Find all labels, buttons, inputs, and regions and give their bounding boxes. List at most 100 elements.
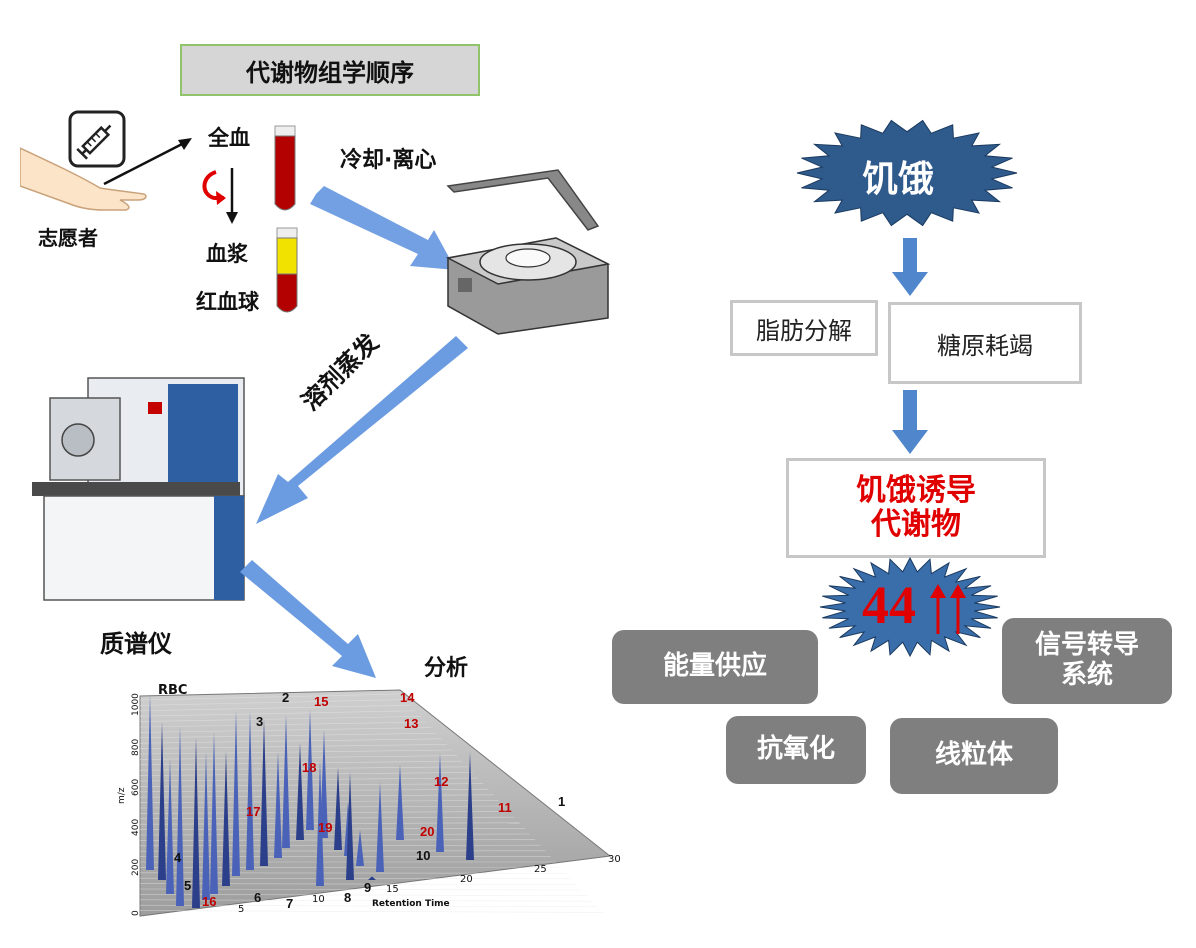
peak-marker-red: 18 — [302, 760, 316, 775]
peak-marker-black: 7 — [286, 896, 293, 911]
hunger-burst — [796, 119, 1018, 227]
plot-peak — [466, 752, 474, 860]
plot-y-tick: 1000 — [131, 693, 141, 716]
plot-peak — [356, 830, 364, 866]
peak-marker-red: 13 — [404, 716, 418, 731]
plot-y-tick: 600 — [131, 779, 141, 796]
plot-peak — [146, 693, 154, 870]
arm-icon — [20, 147, 147, 211]
arrow-to-blood — [103, 138, 192, 186]
energy-supply-box: 能量供应 — [612, 630, 818, 704]
plot-peak — [334, 767, 342, 850]
peak-marker-black: 10 — [416, 848, 430, 863]
plot-peak — [316, 760, 324, 886]
plasma-label: 血浆 — [206, 242, 248, 266]
plot-peak — [260, 718, 268, 866]
plot-peak — [376, 782, 384, 872]
plot-y-tick: 800 — [131, 739, 141, 756]
plot-peak — [176, 726, 184, 906]
plot-y-tick: 0 — [131, 910, 141, 916]
plot-y-axis-label: m/z — [117, 787, 127, 804]
lipolysis-box: 脂肪分解 — [730, 300, 878, 356]
volunteer-label: 志愿者 — [38, 226, 98, 250]
peak-marker-red: 19 — [318, 820, 332, 835]
centrifuge-image — [445, 169, 611, 335]
peak-marker-black: 9 — [364, 880, 371, 895]
plot-x-tick: 25 — [534, 864, 547, 875]
centrifuge-label: 冷却·离心 — [340, 148, 437, 173]
plot-x-tick: 10 — [312, 894, 325, 905]
plot-peak — [296, 742, 304, 840]
peak-marker-black: 3 — [256, 714, 263, 729]
plot-series-label: RBC — [158, 683, 187, 698]
down-arrow-1 — [892, 238, 928, 296]
down-arrow-2 — [892, 390, 928, 454]
glycogen-label: 糖原耗竭 — [937, 331, 1033, 360]
antioxidation-box: 抗氧化 — [726, 716, 866, 784]
plot-y-tick: 400 — [131, 819, 141, 836]
peak-marker-black: 5 — [184, 878, 191, 893]
energy-supply-label: 能量供应 — [662, 651, 767, 682]
arrow-to-centrifuge — [310, 186, 456, 270]
plot-peak — [158, 721, 166, 880]
peak-marker-black: 4 — [174, 850, 182, 865]
induced-metabolites-box: 饥饿诱导 代谢物 — [786, 458, 1046, 558]
plot-peak — [368, 876, 376, 880]
plot-x-tick: 30 — [608, 854, 621, 865]
workflow-title: 代谢物组学顺序 — [180, 44, 480, 96]
plot-x-tick: 5 — [238, 904, 244, 915]
plot-peak — [192, 737, 200, 908]
plot-x-tick: 15 — [386, 884, 399, 895]
metabolite-count: 44 — [862, 575, 916, 635]
peak-marker-red: 15 — [314, 694, 328, 709]
peak-marker-red: 17 — [246, 804, 260, 819]
plot-peak — [222, 751, 230, 886]
hunger-label: 饥饿 — [862, 159, 935, 200]
plot-peak — [274, 751, 282, 858]
glycogen-box: 糖原耗竭 — [888, 302, 1082, 384]
induced-line-1: 饥饿诱导 — [856, 472, 976, 508]
count-burst — [819, 556, 1001, 658]
plot-x-axis-label: Retention Time — [372, 899, 450, 909]
plot-peak — [396, 764, 404, 840]
plot-peak — [232, 710, 240, 876]
plot-peak — [202, 752, 210, 900]
induced-line-2: 代谢物 — [871, 507, 961, 542]
mitochondria-box: 线粒体 — [890, 718, 1058, 794]
signal-transduction-label: 信号转导系统 — [1034, 630, 1139, 690]
plot-peak — [346, 772, 354, 880]
lipolysis-label: 脂肪分解 — [756, 316, 852, 345]
rbc-label: 红血球 — [196, 290, 259, 314]
peak-marker-red: 14 — [400, 690, 415, 705]
syringe-icon — [68, 110, 126, 168]
plot-peak — [166, 759, 174, 894]
plot-peak — [306, 709, 314, 830]
peak-marker-black: 2 — [282, 690, 289, 705]
plot-x-tick: 20 — [460, 874, 473, 885]
plot-peak — [246, 711, 254, 870]
peak-marker-black: 6 — [254, 890, 261, 905]
arrow-to-analysis — [240, 560, 376, 678]
plot-peak — [436, 753, 444, 852]
analysis-label: 分析 — [424, 656, 469, 681]
peak-marker-red: 20 — [420, 824, 434, 839]
antioxidation-label: 抗氧化 — [756, 734, 835, 765]
peak-marker-red: 12 — [434, 774, 448, 789]
centrifuge-rotate-icon — [202, 168, 238, 224]
whole-blood-tube — [274, 125, 296, 211]
peak-marker-red: 16 — [202, 894, 216, 909]
mass-spec-label: 质谱仪 — [100, 630, 172, 658]
separated-blood-tube — [276, 227, 298, 313]
whole-blood-label: 全血 — [208, 126, 250, 150]
peak-marker-black: 8 — [344, 890, 351, 905]
up-arrows-icon — [930, 584, 966, 634]
plot-peak — [210, 732, 218, 894]
plot-peak — [320, 730, 328, 838]
peak-marker-red: 11 — [498, 800, 512, 815]
plot-peak — [282, 714, 290, 848]
mitochondria-label: 线粒体 — [934, 740, 1013, 771]
signal-transduction-box: 信号转导系统 — [1002, 618, 1172, 704]
plot-y-tick: 200 — [131, 859, 141, 876]
arrow-to-mass-spec — [256, 336, 468, 524]
